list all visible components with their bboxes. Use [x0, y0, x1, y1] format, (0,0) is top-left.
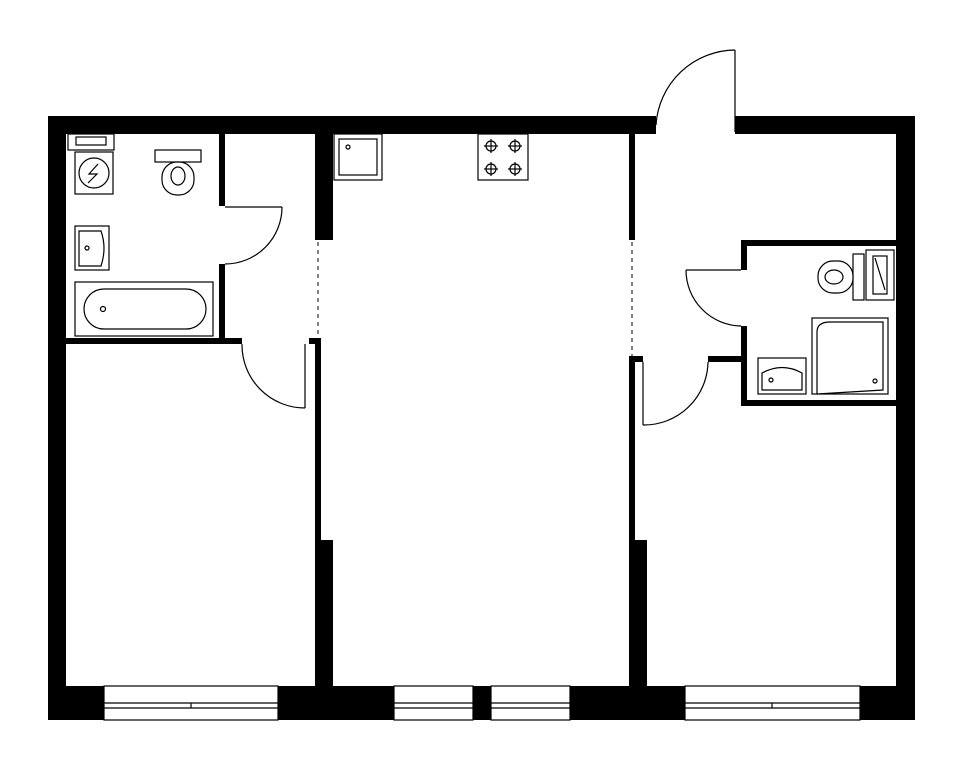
wall-partition-right-top: [629, 134, 635, 240]
door-bedroom-left: [241, 343, 306, 409]
wall-bottom-2: [278, 686, 394, 720]
wall-partition-right-thin: [629, 356, 635, 540]
burner-icon: [484, 139, 498, 153]
wall-partition-left-bottom: [315, 540, 333, 686]
wall-partition-left-thin: [315, 338, 321, 540]
kitchen-sink-icon: [333, 133, 383, 181]
burner-icon: [508, 162, 522, 176]
interior-walls: [66, 134, 896, 686]
toilet-icon: [154, 149, 202, 196]
wall-bottom-4: [570, 686, 685, 720]
wall-bath-right-bottom: [741, 400, 896, 406]
wall-bath-right-stub: [708, 356, 741, 362]
wall-left: [48, 116, 66, 720]
stove-icon: [477, 133, 529, 181]
wall-bath-right-top: [741, 240, 896, 246]
wall-bath-right-left-lower: [741, 326, 747, 406]
window-bedroom-right: [684, 685, 861, 721]
door-entrance: [652, 49, 739, 134]
wall-bath-left-bottom: [66, 338, 242, 344]
shower-icon: [811, 317, 889, 395]
wall-partition-right-stub: [629, 356, 643, 362]
burner-icon: [508, 139, 522, 153]
wall-partition-right-bottom: [629, 540, 647, 686]
wall-bath-left-right-upper: [219, 134, 225, 206]
wall-partition-left-top: [315, 134, 333, 240]
outer-walls: [48, 116, 915, 720]
bathroom-left-fixtures: [67, 133, 214, 337]
cabinet-icon: [865, 249, 895, 301]
wall-top-right: [737, 116, 915, 134]
door-bathroom-right: [685, 269, 742, 327]
window-living-1: [393, 685, 474, 721]
cabinet-icon: [67, 133, 115, 151]
window-bedroom-left: [103, 685, 279, 721]
bathroom-right-fixtures: [757, 249, 895, 395]
wall-bath-right-left-upper: [741, 240, 747, 270]
doors: [224, 49, 742, 426]
wall-bath-left-right-lower: [219, 264, 225, 344]
wall-bottom-3: [473, 686, 491, 720]
window-living-2: [490, 685, 571, 721]
toilet-icon: [817, 253, 865, 301]
windows: [103, 685, 861, 721]
burner-icon: [484, 162, 498, 176]
wall-top-left: [48, 116, 654, 134]
kitchen-fixtures: [333, 133, 529, 181]
wall-right: [896, 116, 915, 720]
bathtub-icon: [74, 281, 214, 337]
door-bedroom-right: [642, 361, 709, 426]
washing-machine-icon: [74, 151, 114, 195]
wall-bottom-1: [48, 686, 104, 720]
sink-icon: [74, 225, 110, 271]
wall-bottom-5: [860, 686, 915, 720]
openings: [317, 242, 633, 356]
sink-icon: [757, 357, 807, 395]
door-bathroom-left: [224, 206, 283, 265]
